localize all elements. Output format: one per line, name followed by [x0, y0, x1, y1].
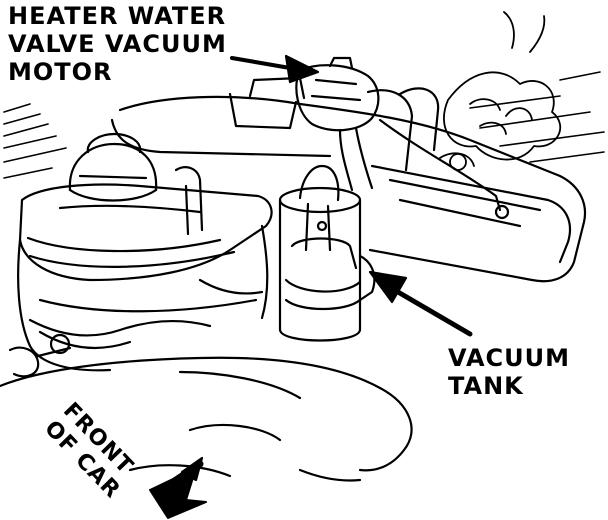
heater-label-line-2: VALVE VACUUM [8, 30, 227, 58]
lower-hoses [8, 278, 264, 378]
vacuum-tank-label: VACUUM TANK [448, 344, 570, 400]
rear-components [439, 11, 562, 171]
vacuum-tank-label-line-1: VACUUM [448, 344, 570, 372]
heater-valve-motor [295, 56, 510, 220]
hood-hatching [3, 71, 605, 179]
front-of-car-arrow [149, 456, 207, 519]
heater-water-valve-vacuum-motor-label: HEATER WATER VALVE VACUUM MOTOR [8, 2, 227, 86]
radiator-cap [68, 132, 204, 236]
engine-cover [110, 76, 587, 283]
vacuum-tank-pointer-arrow [368, 270, 473, 337]
heater-label-line-1: HEATER WATER [8, 2, 227, 30]
vacuum-tank-label-line-2: TANK [448, 372, 524, 400]
heater-motor-pointer-arrow [230, 54, 320, 84]
front-fender [0, 356, 413, 482]
coolant-reservoir [17, 183, 273, 372]
vacuum-tank [278, 164, 376, 342]
heater-label-line-3: MOTOR [8, 58, 113, 86]
